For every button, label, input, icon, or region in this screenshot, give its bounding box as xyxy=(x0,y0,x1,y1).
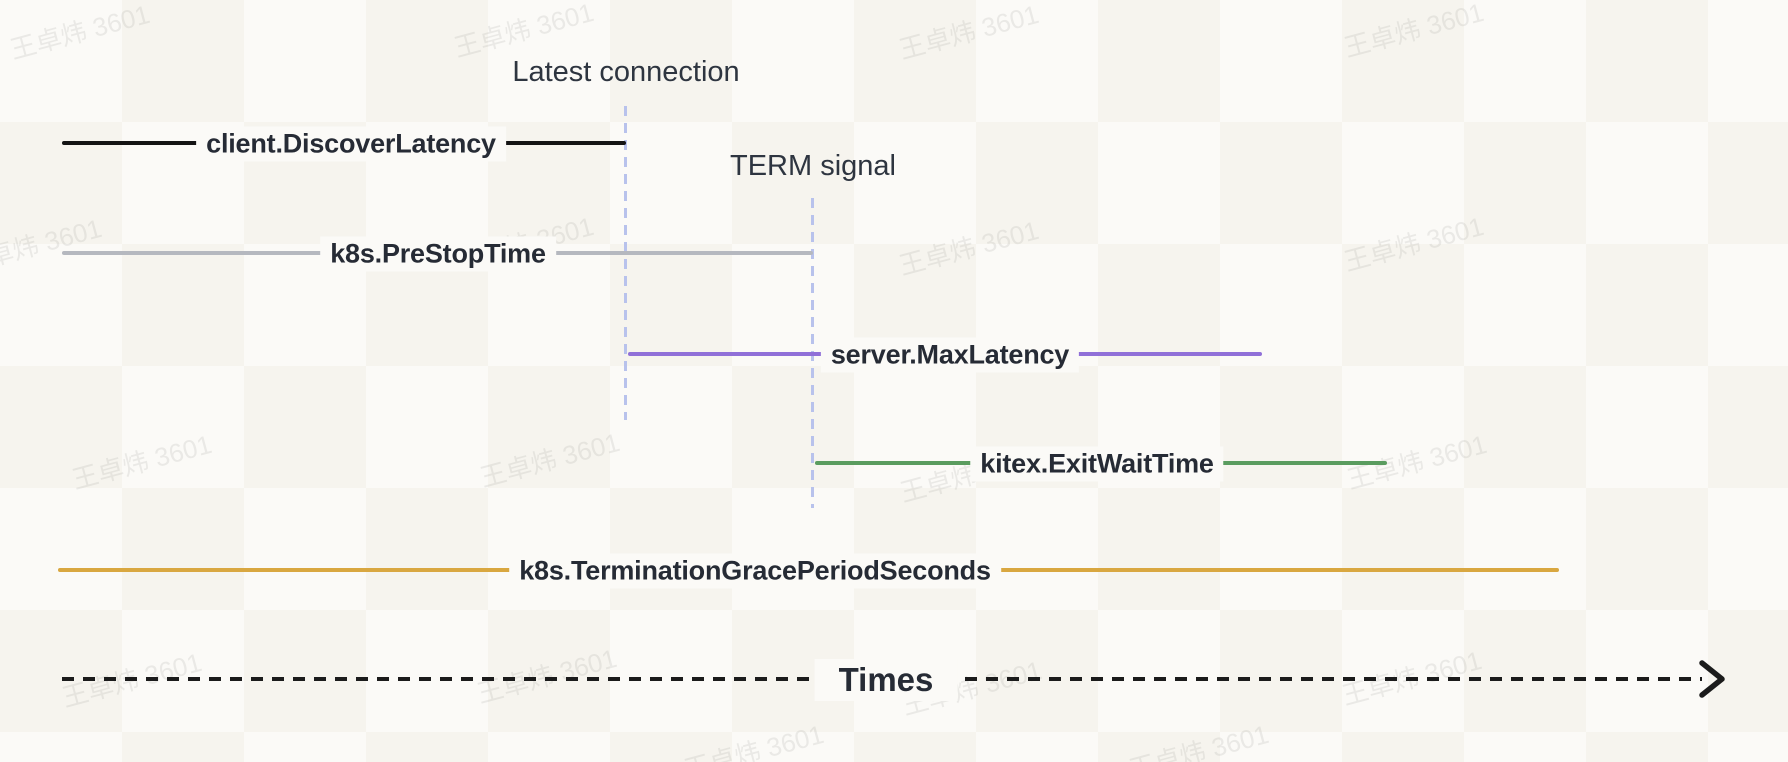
client-discover-latency-label: client.DiscoverLatency xyxy=(196,126,506,162)
watermark-text: 王卓炜 3601 xyxy=(1340,210,1487,277)
kitex-exit-wait-time-label: kitex.ExitWaitTime xyxy=(970,446,1224,482)
watermark-text: 王卓炜 3601 xyxy=(6,0,153,65)
latest-connection-guide-line xyxy=(624,106,627,420)
server-max-latency-label: server.MaxLatency xyxy=(820,337,1080,373)
k8s-termination-grace-period-seconds-label: k8s.TerminationGracePeriodSeconds xyxy=(509,553,1001,589)
watermark-text: 王卓炜 3601 xyxy=(895,214,1042,281)
watermark-text: 王卓炜 3601 xyxy=(895,0,1042,65)
watermark-text: 王卓炜 3601 xyxy=(476,426,623,493)
arrow-right-icon xyxy=(1699,660,1725,698)
watermark-text: 王卓炜 3601 xyxy=(1125,718,1272,762)
watermark-text: 王卓炜 3601 xyxy=(68,428,215,495)
watermark-text: 王卓炜 3601 xyxy=(680,718,827,762)
watermark-text: 王卓炜 3601 xyxy=(0,212,105,279)
k8s-prestop-time-label: k8s.PreStopTime xyxy=(320,236,556,272)
watermark-text: 王卓炜 3601 xyxy=(1340,0,1487,63)
time-axis-label: Times xyxy=(814,659,958,701)
latest-connection-label: Latest connection xyxy=(512,56,740,88)
term-signal-label: TERM signal xyxy=(730,150,896,182)
watermark-text: 王卓炜 3601 xyxy=(473,642,620,709)
